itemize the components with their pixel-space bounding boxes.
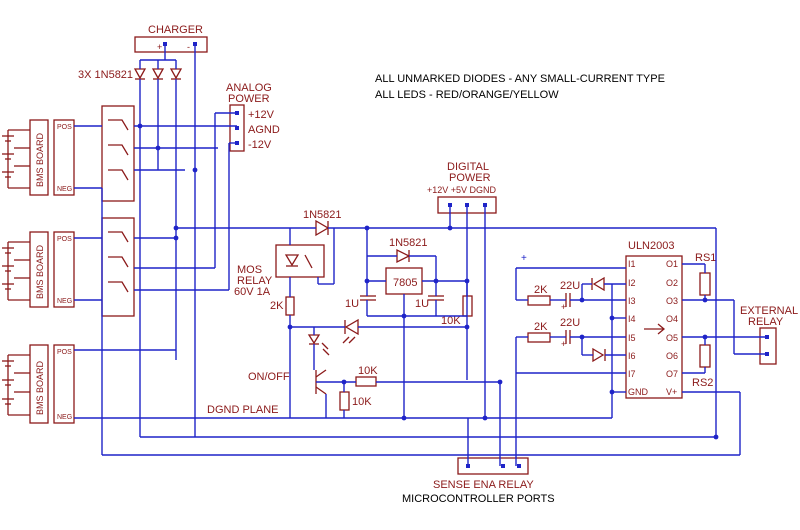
external-relay-line2: RELAY	[748, 316, 784, 328]
res-10k-base: 10K	[355, 365, 378, 387]
rs2-label: RS2	[692, 377, 713, 389]
small-diodes	[591, 276, 606, 363]
res-10k-bottom: 10K	[339, 391, 372, 411]
bms-board-1-pos: POS	[57, 124, 72, 131]
uln-i3: I3	[628, 296, 636, 306]
external-relay-line1: EXTERNAL	[740, 305, 798, 317]
rs1-resistor: RS1	[695, 252, 716, 296]
analog-pin-agnd: AGND	[248, 124, 280, 136]
junction-dots	[137, 123, 719, 440]
digital-power-title-1: DIGITAL	[447, 161, 489, 173]
uln-gnd: GND	[628, 387, 649, 397]
bms-board-1-label: BMS BOARD	[35, 132, 45, 187]
dgnd-plane-label: DGND PLANE	[207, 404, 279, 416]
bms-board-3-pos: POS	[57, 349, 72, 356]
analog-pin-neg12v: -12V	[248, 139, 272, 151]
bms-board-1-neg: NEG	[57, 186, 72, 193]
diode-1n5821-b	[396, 248, 411, 264]
res-2k-upper: 2K	[527, 284, 551, 306]
digital-power-connector: DIGITAL POWER +12V +5V DGND	[427, 161, 497, 214]
bms-board-2-pos: POS	[57, 236, 72, 243]
mos-relay-line2: RELAY	[237, 275, 273, 287]
uln2003-title: ULN2003	[628, 240, 674, 252]
uln-o5: O5	[666, 333, 678, 343]
mcu-pins-label: SENSE ENA RELAY	[433, 479, 534, 491]
plus-mark-upper: +	[561, 302, 566, 312]
cap-1u-left: 1U	[345, 295, 376, 310]
uln-o1: O1	[666, 259, 678, 269]
charger-minus: -	[187, 42, 190, 52]
external-relay-connector: EXTERNAL RELAY	[740, 305, 798, 365]
uln-i2: I2	[628, 278, 636, 288]
mcu-caption: MICROCONTROLLER PORTS	[402, 493, 555, 505]
bms-board-1: BMS BOARD POS NEG	[2, 119, 75, 196]
uln-o6: O6	[666, 351, 678, 361]
uln2003-ic: ULN2003 I1 I2 I3 I4 I5 I6 I7 GND O1 O2 O…	[625, 240, 683, 399]
charger-plus: +	[157, 42, 162, 52]
bms-relays	[101, 105, 135, 317]
bms-board-3-label: BMS BOARD	[35, 360, 45, 415]
res-2k-upper-label: 2K	[534, 284, 548, 296]
rs2-resistor: RS2	[692, 344, 713, 389]
charger-diodes	[133, 68, 183, 80]
microcontroller-connector: SENSE ENA RELAY MICROCONTROLLER PORTS	[402, 457, 555, 505]
led-diode	[342, 318, 359, 344]
cap-1u-left-label: 1U	[345, 298, 359, 310]
mos-relay-line3: 60V 1A	[234, 286, 271, 298]
uln-o2: O2	[666, 278, 678, 288]
res-2k-left: 2K	[270, 296, 295, 316]
uln-i7: I7	[628, 369, 636, 379]
res-10k-right-label: 10K	[441, 315, 461, 327]
res-10k-base-label: 10K	[358, 365, 378, 377]
analog-power-connector: ANALOG POWER +12V AGND -12V	[226, 82, 280, 152]
bms-board-2-neg: NEG	[57, 298, 72, 305]
uln-i1: I1	[628, 259, 636, 269]
cap-1u-right: 1U	[415, 295, 444, 310]
analog-power-title-1: ANALOG	[226, 82, 272, 94]
bms-board-2-label: BMS BOARD	[35, 244, 45, 299]
bms-board-3: BMS BOARD POS NEG	[2, 344, 75, 424]
uln-vplus: V+	[666, 387, 677, 397]
note-diodes: ALL UNMARKED DIODES - ANY SMALL-CURRENT …	[375, 73, 665, 85]
uln-i6: I6	[628, 351, 636, 361]
uln-i4: I4	[628, 314, 636, 324]
plus-mark-lower: +	[561, 339, 566, 349]
bms-board-3-neg: NEG	[57, 414, 72, 421]
cap-22u-upper-label: 22U	[560, 280, 580, 292]
digital-power-title-2: POWER	[449, 172, 491, 184]
wiring	[74, 44, 767, 466]
uln-o4: O4	[666, 314, 678, 324]
diodes-3x-label: 3X 1N5821	[78, 69, 133, 81]
digital-power-pins: +12V +5V DGND	[427, 185, 497, 195]
uln-o7: O7	[666, 369, 678, 379]
bms-board-2: BMS BOARD POS NEG	[2, 231, 75, 308]
rs1-label: RS1	[695, 252, 716, 264]
optocoupler-led	[307, 334, 330, 356]
mos-relay-line1: MOS	[237, 264, 262, 276]
charger-title: CHARGER	[148, 24, 203, 36]
regulator-label: 7805	[393, 277, 417, 289]
on-off-label: ON/OFF	[248, 371, 290, 383]
cap-1u-right-label: 1U	[415, 298, 429, 310]
res-10k-bottom-label: 10K	[352, 396, 372, 408]
res-2k-lower: 2K	[527, 321, 551, 343]
diode-1n5821-a-label: 1N5821	[303, 209, 342, 221]
cap-22u-lower-label: 22U	[560, 317, 580, 329]
res-2k-lower-label: 2K	[534, 321, 548, 333]
res-2k-left-label: 2K	[270, 300, 284, 312]
uln-i5: I5	[628, 333, 636, 343]
charger-connector: CHARGER + -	[134, 24, 208, 53]
plus-mark-top: +	[521, 253, 527, 264]
note-leds: ALL LEDS - RED/ORANGE/YELLOW	[375, 89, 559, 101]
regulator-7805: 7805	[385, 267, 423, 295]
uln-o3: O3	[666, 296, 678, 306]
analog-power-title-2: POWER	[228, 93, 270, 105]
mos-relay: MOS RELAY 60V 1A	[234, 244, 325, 298]
diode-1n5821-a	[315, 219, 330, 237]
diode-1n5821-b-label: 1N5821	[389, 237, 428, 249]
analog-pin-12v: +12V	[248, 109, 275, 121]
